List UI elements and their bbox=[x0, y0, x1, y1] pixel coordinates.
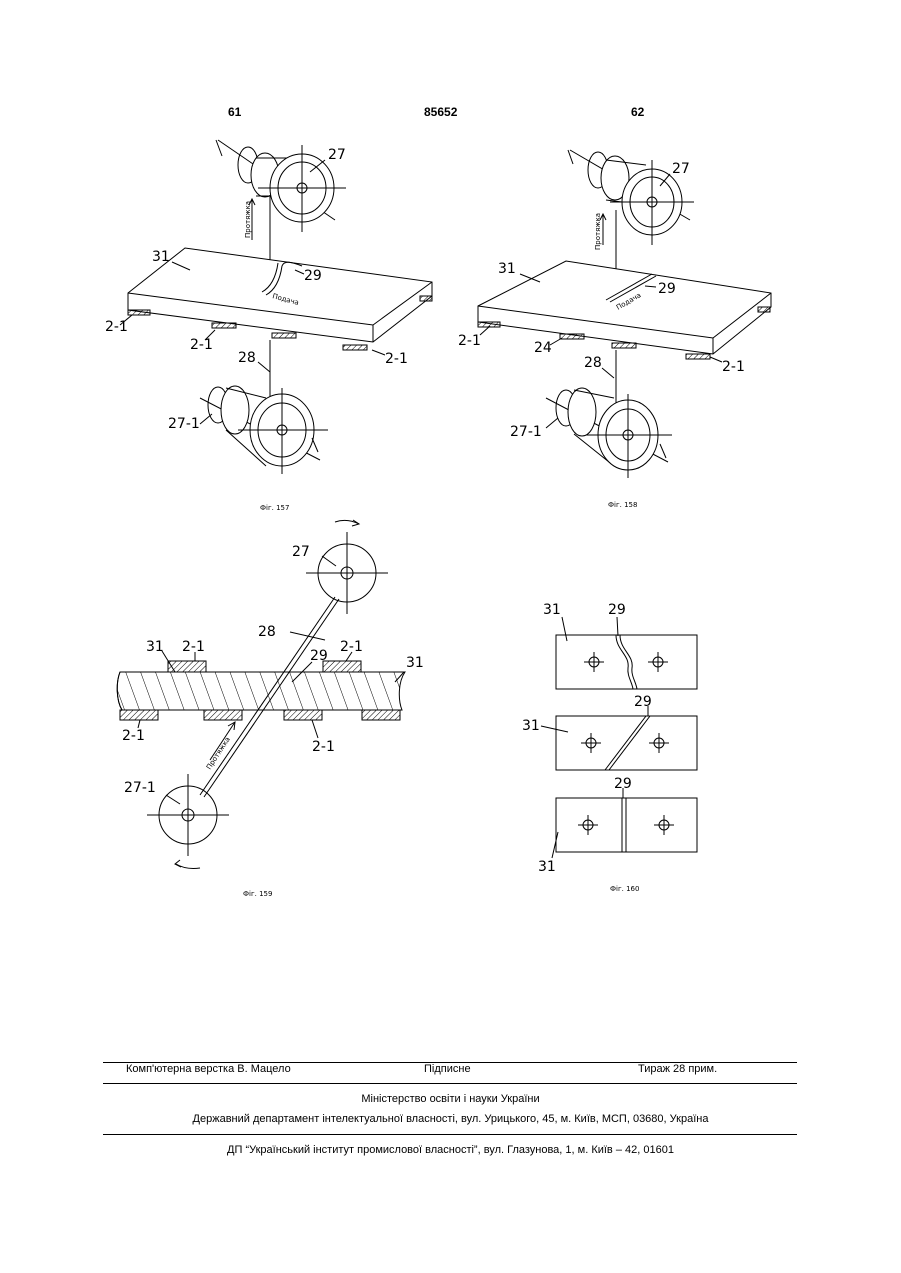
fig157-label-plate: 31 bbox=[152, 249, 170, 265]
fig158-pull-text: Протяжка bbox=[594, 213, 602, 250]
fig158-label-plate: 31 bbox=[498, 261, 516, 277]
fig158-label-upper-roll: 27 bbox=[672, 161, 690, 177]
fig158-label-seam: 29 bbox=[658, 281, 676, 297]
fig158-label-lower-roll: 27-1 bbox=[510, 424, 542, 440]
ministry-line: Міністерство освіти і науки України bbox=[0, 1093, 901, 1105]
fig158-label-support-right: 2-1 bbox=[722, 359, 745, 375]
figure-159 bbox=[117, 520, 405, 869]
figure-160 bbox=[541, 617, 697, 858]
fig159-label-support-top-right: 2-1 bbox=[340, 639, 363, 655]
fig159-label-plate-left: 31 bbox=[146, 639, 164, 655]
fig160-label-seam-b: 29 bbox=[634, 694, 652, 710]
figure-157 bbox=[120, 140, 432, 474]
fig159-label-upper-roll: 27 bbox=[292, 544, 310, 560]
fig159-label-plate-right: 31 bbox=[406, 655, 424, 671]
fig159-caption: Фіг. 159 bbox=[243, 890, 272, 898]
footer-rule-bottom bbox=[103, 1134, 797, 1135]
figure-160-labels: 31 29 31 29 29 31 Фіг. 160 bbox=[522, 602, 652, 893]
fig158-label-support-left: 2-1 bbox=[458, 333, 481, 349]
fig160-label-plate-b: 31 bbox=[522, 718, 540, 734]
fig159-label-seam: 29 bbox=[310, 648, 328, 664]
fig159-label-tape: 28 bbox=[258, 624, 276, 640]
fig157-label-support-mid: 2-1 bbox=[190, 337, 213, 353]
department-line: Державний департамент інтелектуальної вл… bbox=[0, 1113, 901, 1125]
fig157-caption: Фіг. 157 bbox=[260, 504, 289, 512]
fig157-label-seam: 29 bbox=[304, 268, 322, 284]
fig157-label-support-left: 2-1 bbox=[105, 319, 128, 335]
fig158-label-support-mid: 24 bbox=[534, 340, 552, 356]
fig158-caption: Фіг. 158 bbox=[608, 501, 637, 509]
layout-credit: Комп'ютерна верстка В. Мацело bbox=[126, 1063, 291, 1075]
fig158-label-tape: 28 bbox=[584, 355, 602, 371]
fig157-label-support-right: 2-1 bbox=[385, 351, 408, 367]
fig160-label-seam-c: 29 bbox=[614, 776, 632, 792]
fig159-label-support-bottom-left: 2-1 bbox=[122, 728, 145, 744]
subscription-note: Підписне bbox=[424, 1063, 471, 1075]
fig159-label-support-bottom-mid: 2-1 bbox=[312, 739, 335, 755]
fig159-label-support-top-left: 2-1 bbox=[182, 639, 205, 655]
fig157-label-upper-roll: 27 bbox=[328, 147, 346, 163]
figure-159-labels: 27 28 31 2-1 2-1 29 31 2-1 2-1 27-1 Прот… bbox=[122, 544, 424, 898]
fig160-label-plate-c: 31 bbox=[538, 859, 556, 875]
circulation-note: Тираж 28 прим. bbox=[638, 1063, 717, 1075]
fig157-label-lower-roll: 27-1 bbox=[168, 416, 200, 432]
fig160-label-plate-a: 31 bbox=[543, 602, 561, 618]
fig160-label-seam-a: 29 bbox=[608, 602, 626, 618]
fig157-label-tape: 28 bbox=[238, 350, 256, 366]
footer-rule-middle bbox=[103, 1083, 797, 1084]
institute-line: ДП “Український інститут промислової вла… bbox=[0, 1144, 901, 1156]
fig157-pull-text: Протяжка bbox=[244, 201, 252, 238]
fig160-caption: Фіг. 160 bbox=[610, 885, 639, 893]
fig159-label-lower-roll: 27-1 bbox=[124, 780, 156, 796]
